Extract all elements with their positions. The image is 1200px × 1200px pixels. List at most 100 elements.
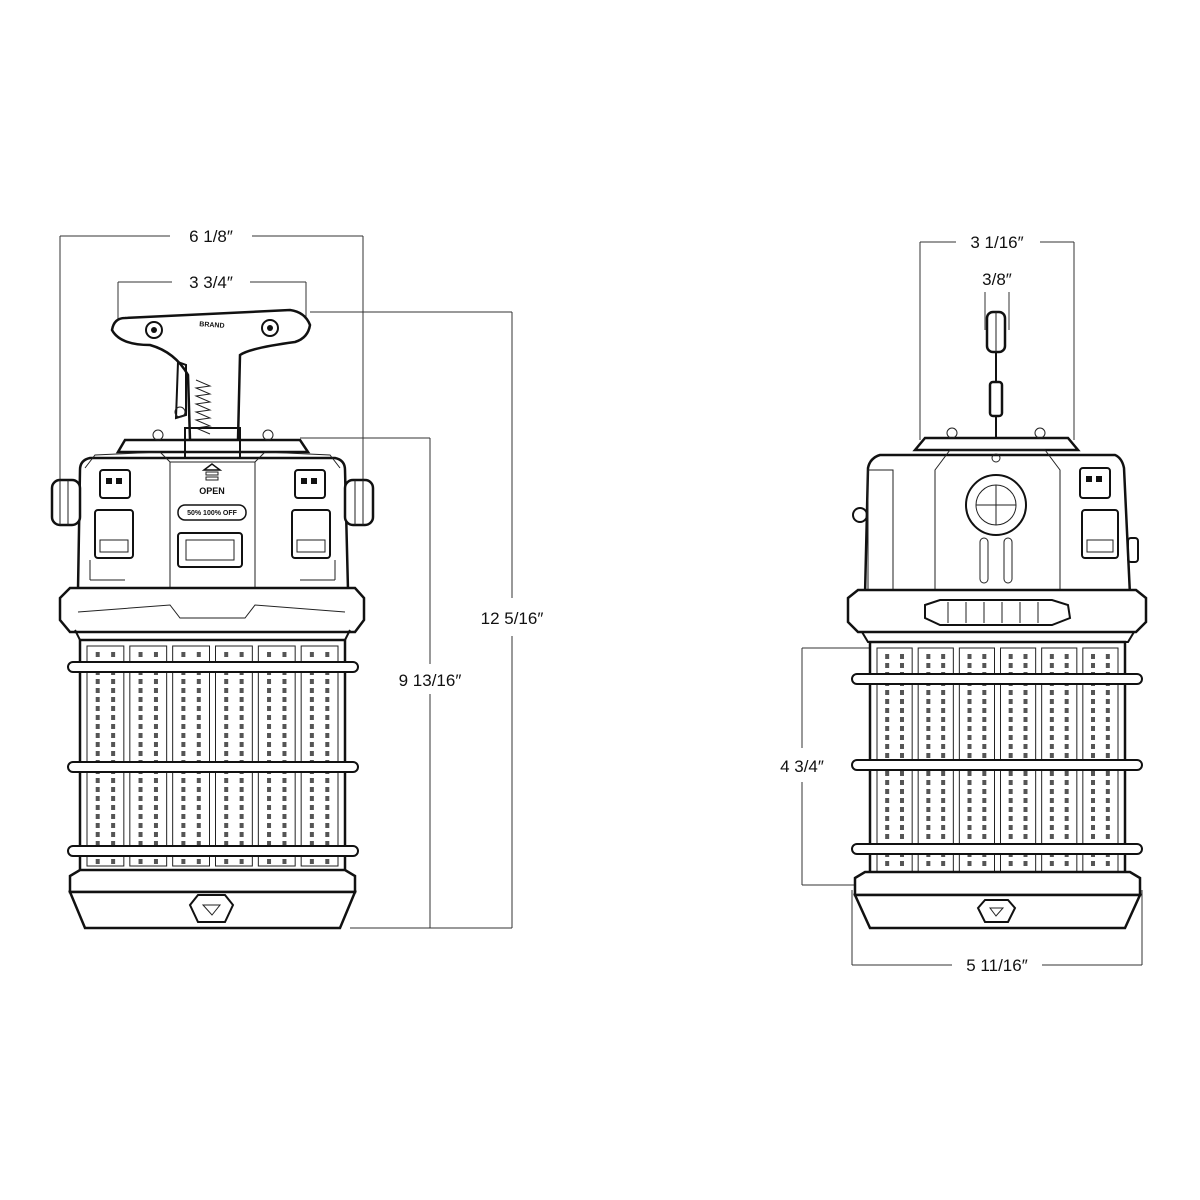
front-led-chip <box>325 652 330 657</box>
side-led-chip <box>1105 726 1110 731</box>
front-led-chip <box>111 823 116 828</box>
front-led-chip <box>282 805 287 810</box>
side-led-chip <box>1008 708 1013 713</box>
side-led-chip <box>926 717 931 722</box>
front-led-chip <box>196 652 201 657</box>
power-cord-hanger <box>985 310 1007 440</box>
spring <box>194 379 212 435</box>
front-led-chip <box>239 652 244 657</box>
side-led-chip <box>941 807 946 812</box>
front-led-chip <box>111 814 116 819</box>
front-led-chip <box>239 751 244 756</box>
side-led-chip <box>885 807 890 812</box>
dimension-overall-height: 12 5/16″ <box>310 311 543 929</box>
side-led-chip <box>1091 744 1096 749</box>
front-led-chip <box>325 814 330 819</box>
side-led-chip <box>1091 654 1096 659</box>
side-led-chip <box>1023 780 1028 785</box>
side-led-chip <box>967 717 972 722</box>
side-base-foot <box>853 870 1142 930</box>
side-led-chip <box>899 690 904 695</box>
front-led-chip <box>153 706 158 711</box>
front-led-chip <box>95 733 100 738</box>
side-led-chip <box>1105 717 1110 722</box>
side-led-chip <box>1091 663 1096 668</box>
side-led-chip <box>885 753 890 758</box>
front-led-strip <box>129 645 168 867</box>
front-led-chip <box>95 706 100 711</box>
front-led-chip <box>138 697 143 702</box>
side-led-chip <box>982 735 987 740</box>
front-led-chip <box>239 823 244 828</box>
side-led-chip <box>1049 816 1054 821</box>
front-led-chip <box>239 688 244 693</box>
front-led-chip <box>111 787 116 792</box>
front-led-chip <box>95 724 100 729</box>
side-led-chip <box>1008 798 1013 803</box>
front-led-chip <box>239 715 244 720</box>
side-led-chip <box>926 834 931 839</box>
front-led-chip <box>153 751 158 756</box>
side-led-chip <box>1105 861 1110 866</box>
side-led-chip <box>1049 789 1054 794</box>
front-led-chip <box>325 859 330 864</box>
front-led-chip <box>325 715 330 720</box>
side-led-chip <box>1049 807 1054 812</box>
side-led-chip <box>967 798 972 803</box>
front-led-chip <box>224 814 229 819</box>
handle-brand-label: BRAND <box>199 321 225 330</box>
front-led-chip <box>196 841 201 846</box>
side-led-chip <box>1049 744 1054 749</box>
side-led-chip <box>926 789 931 794</box>
front-led-chip <box>282 715 287 720</box>
front-led-chip <box>224 787 229 792</box>
side-led-chip <box>1105 780 1110 785</box>
front-led-chip <box>111 706 116 711</box>
side-led-chip <box>885 654 890 659</box>
side-led-chip <box>926 798 931 803</box>
front-led-chip <box>196 787 201 792</box>
front-led-chip <box>224 832 229 837</box>
front-led-chip <box>111 697 116 702</box>
side-led-chip <box>1023 771 1028 776</box>
front-led-chip <box>181 796 186 801</box>
side-led-chip <box>1064 771 1069 776</box>
side-led-chip <box>1105 834 1110 839</box>
front-led-chip <box>282 778 287 783</box>
side-led-chip <box>1049 726 1054 731</box>
side-led-chip <box>967 816 972 821</box>
front-led-chip <box>153 724 158 729</box>
front-led-chip <box>309 805 314 810</box>
front-led-chip <box>325 805 330 810</box>
side-led-chip <box>1091 807 1096 812</box>
side-led-chip <box>899 753 904 758</box>
front-led-chip <box>309 787 314 792</box>
front-led-chip <box>196 859 201 864</box>
front-led-strip <box>215 645 253 867</box>
front-led-chip <box>196 751 201 756</box>
front-led-chip <box>239 841 244 846</box>
side-led-chip <box>941 654 946 659</box>
front-led-chip <box>267 814 272 819</box>
front-led-chip <box>153 805 158 810</box>
front-led-chip <box>153 823 158 828</box>
side-led-chip <box>926 816 931 821</box>
side-led-chip <box>967 771 972 776</box>
front-led-chip <box>138 724 143 729</box>
side-led-chip <box>1049 708 1054 713</box>
dimension-cord-width: 3/8″ <box>982 270 1012 330</box>
front-led-chip <box>138 823 143 828</box>
front-led-chip <box>267 859 272 864</box>
front-led-strip <box>257 645 296 867</box>
front-led-chip <box>111 832 116 837</box>
side-led-chip <box>1023 735 1028 740</box>
side-led-chip <box>926 753 931 758</box>
front-led-chip <box>309 814 314 819</box>
side-led-chip <box>1008 753 1013 758</box>
side-led-chip <box>1049 753 1054 758</box>
side-led-chip <box>1008 663 1013 668</box>
side-led-chip <box>1023 654 1028 659</box>
side-led-chip <box>885 771 890 776</box>
front-led-chip <box>224 652 229 657</box>
front-led-chip <box>239 706 244 711</box>
